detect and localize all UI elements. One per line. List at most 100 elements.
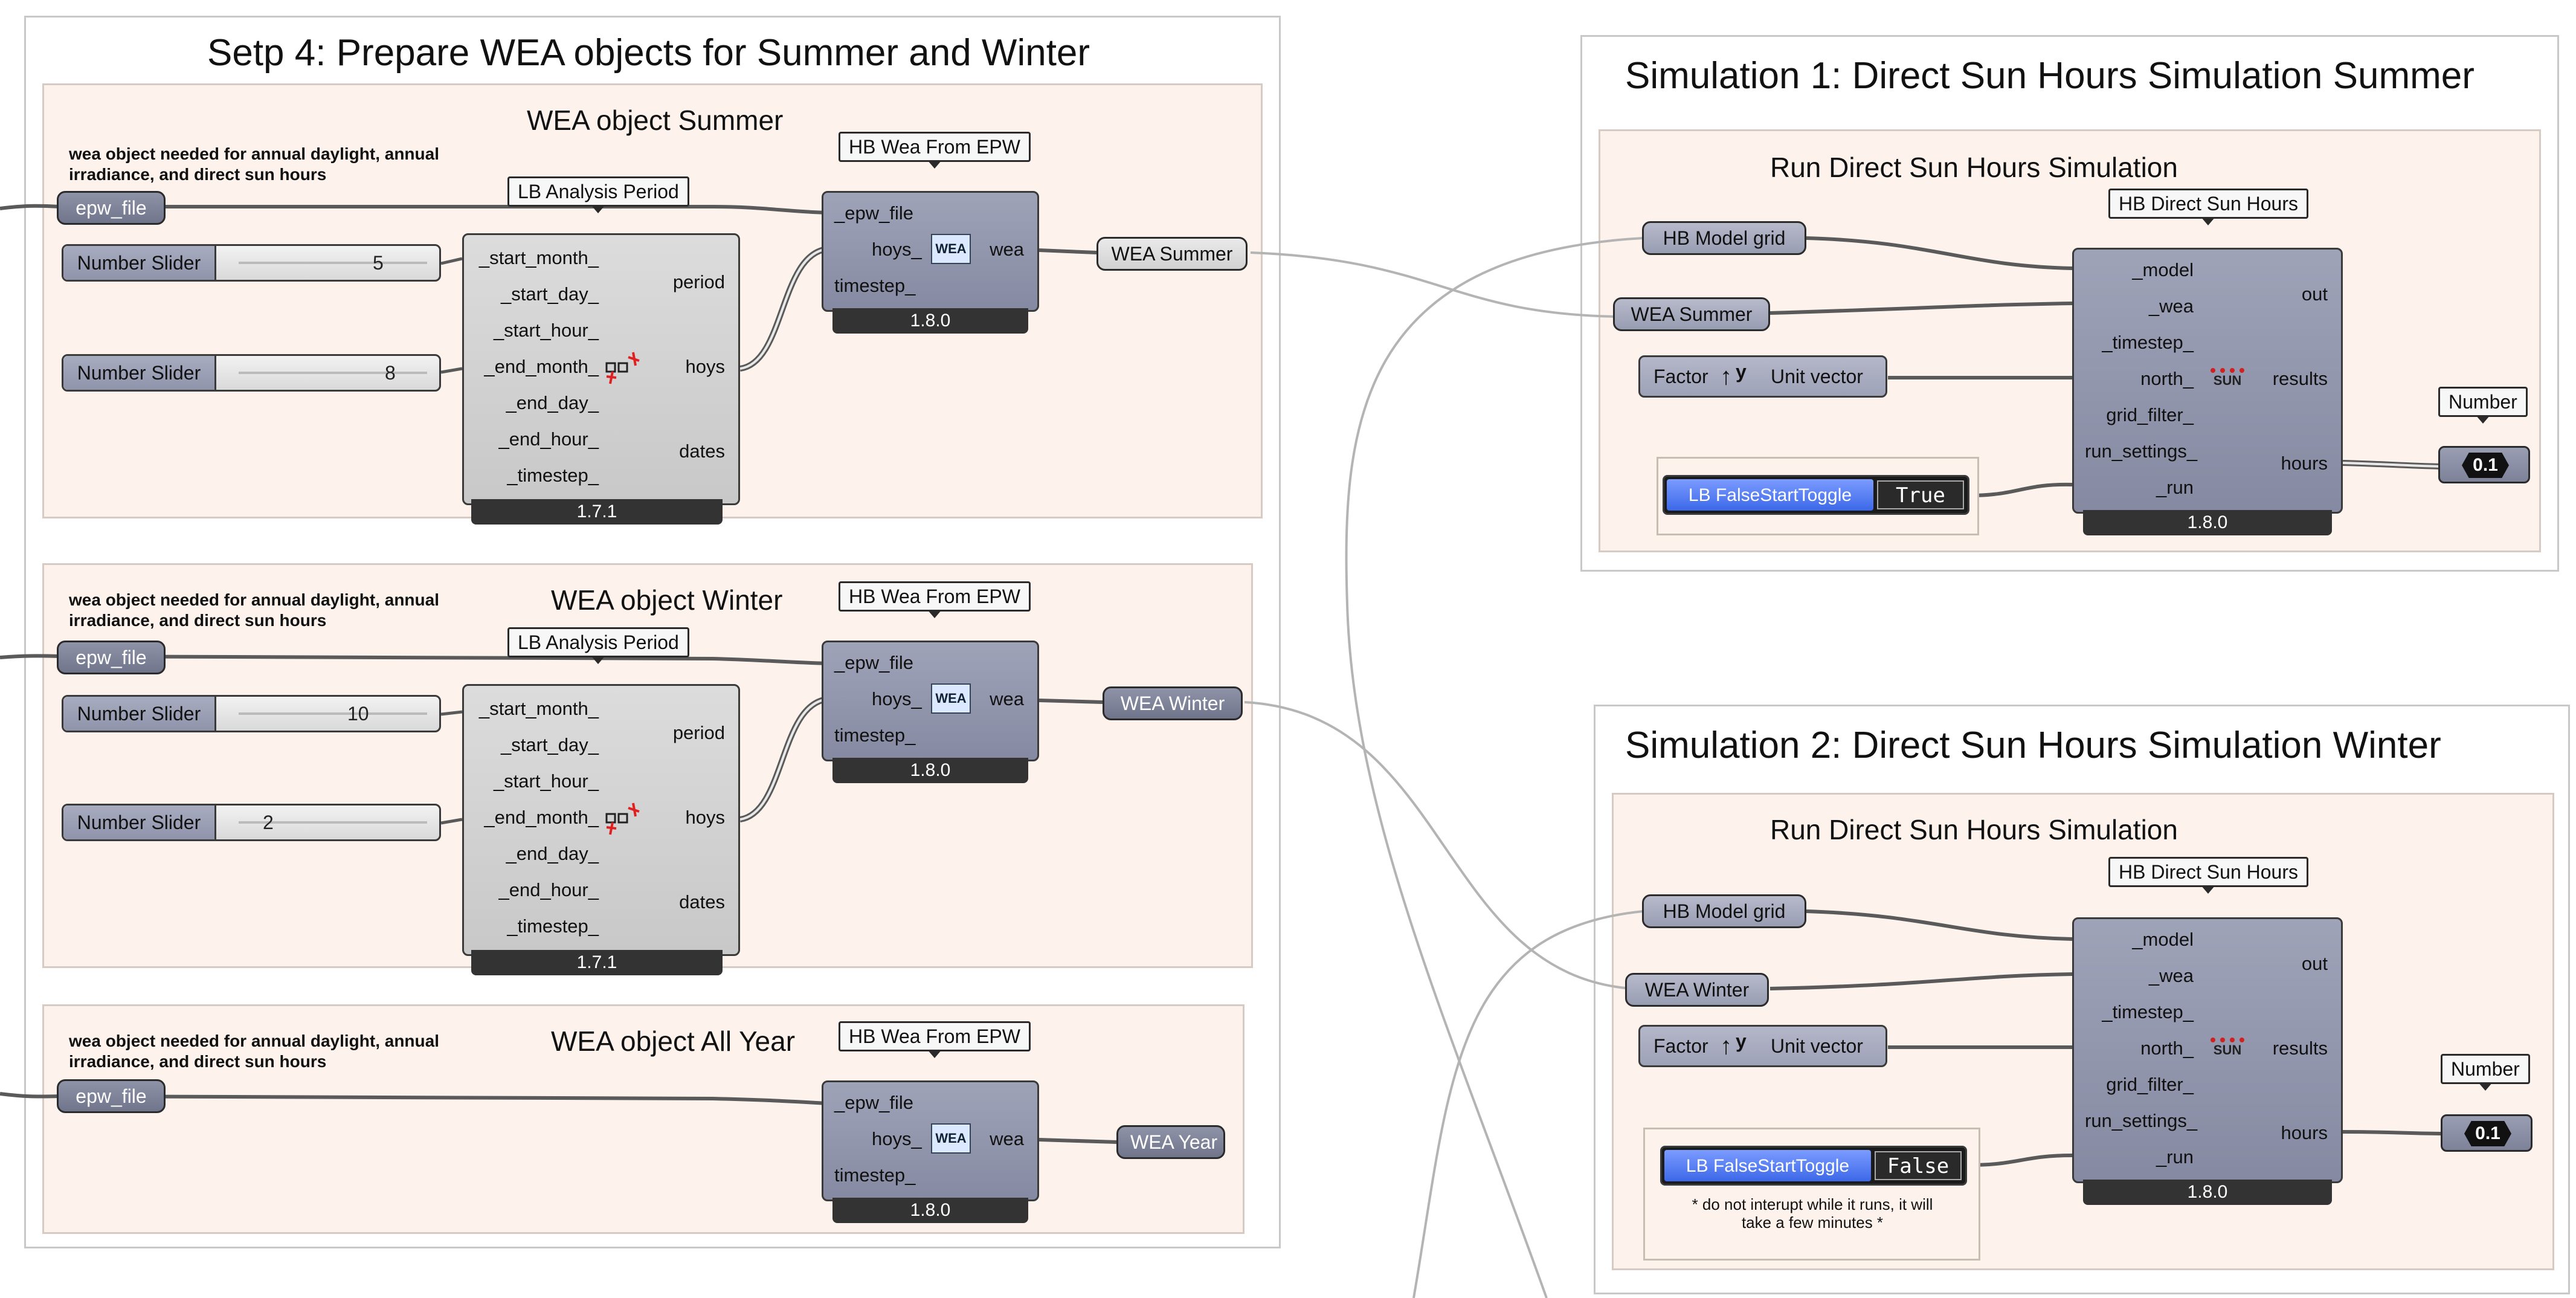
port-run[interactable]: _run [2156, 477, 2194, 498]
port-out[interactable]: out [2301, 283, 2328, 305]
sim1-unit-vector[interactable]: Factor ↑ y Unit vector [1638, 355, 1887, 398]
year-note: wea object needed for annual daylight, a… [69, 1032, 439, 1071]
wea-summer-param[interactable]: WEA Summer [1096, 237, 1248, 271]
sim2-number-panel[interactable]: 0.1 [2441, 1114, 2533, 1152]
wea-winter-param[interactable]: WEA Winter [1103, 686, 1243, 720]
port-run-settings[interactable]: run_settings_ [2085, 1110, 2198, 1131]
winter-note: wea object needed for annual daylight, a… [69, 590, 439, 630]
port-start-month[interactable]: _start_month_ [478, 247, 599, 268]
port-results[interactable]: results [2272, 1038, 2328, 1059]
port-start-day[interactable]: _start_day_ [501, 734, 599, 755]
port-north[interactable]: north_ [2140, 1038, 2194, 1059]
port-period[interactable]: period [672, 271, 725, 292]
summer-slider-end[interactable]: Number Slider 8 [62, 354, 441, 392]
port-grid-filter[interactable]: grid_filter_ [2106, 404, 2194, 425]
winter-slider-end[interactable]: Number Slider 2 [62, 804, 441, 841]
toggle-value[interactable]: False [1875, 1151, 1962, 1180]
port-hoys[interactable]: hoys [685, 356, 725, 377]
port-out[interactable]: out [2301, 953, 2328, 974]
port-model[interactable]: _model [2132, 929, 2194, 950]
port-start-month[interactable]: _start_month_ [478, 698, 599, 719]
sim1-direct-sun-component[interactable]: _model _wea _timestep_ north_ grid_filte… [2072, 248, 2343, 514]
port-results[interactable]: results [2272, 368, 2328, 389]
slider-name: Number Slider [63, 697, 216, 731]
port-hours[interactable]: hours [2281, 453, 2328, 474]
slider-track[interactable] [239, 821, 427, 824]
port-wea[interactable]: wea [990, 1128, 1024, 1149]
port-start-hour[interactable]: _start_hour_ [493, 770, 599, 792]
sim2-falsestart-toggle[interactable]: LB FalseStartToggle False [1660, 1146, 1967, 1186]
slider-value: 5 [373, 252, 384, 274]
toggle-value[interactable]: True [1877, 480, 1964, 509]
port-timestep[interactable]: _timestep_ [507, 915, 599, 937]
port-epw-file[interactable]: _epw_file [834, 202, 913, 224]
year-epw-param[interactable]: epw_file [57, 1079, 166, 1113]
sim2-direct-sun-component[interactable]: _model _wea _timestep_ north_ grid_filte… [2072, 917, 2343, 1183]
port-hoys[interactable]: hoys [685, 807, 725, 828]
port-hoys[interactable]: hoys_ [872, 688, 922, 709]
port-timestep[interactable]: timestep_ [834, 725, 916, 746]
port-wea[interactable]: _wea [2148, 295, 2194, 317]
summer-wea-version: 1.8.0 [832, 308, 1028, 334]
sim1-wea-param[interactable]: WEA Summer [1613, 297, 1770, 331]
winter-analysis-version: 1.7.1 [471, 950, 723, 975]
port-period[interactable]: period [672, 722, 725, 743]
port-timestep[interactable]: _timestep_ [2102, 332, 2194, 353]
sim2-unit-vector[interactable]: Factor ↑ y Unit vector [1638, 1025, 1887, 1067]
port-end-hour[interactable]: _end_hour_ [498, 879, 599, 900]
number-value: 0.1 [2464, 1121, 2511, 1146]
port-end-month[interactable]: _end_month_ [484, 807, 599, 828]
winter-wea-component[interactable]: _epw_file hoys_ timestep_ wea WEA [822, 641, 1039, 761]
port-model[interactable]: _model [2132, 259, 2194, 280]
summer-analysis-component[interactable]: _start_month_ _start_day_ _start_hour_ _… [462, 233, 740, 505]
port-grid-filter[interactable]: grid_filter_ [2106, 1074, 2194, 1095]
port-north[interactable]: north_ [2140, 368, 2194, 389]
port-dates[interactable]: dates [679, 891, 725, 912]
port-run[interactable]: _run [2156, 1146, 2194, 1167]
port-hours[interactable]: hours [2281, 1122, 2328, 1143]
wea-year-param[interactable]: WEA Year [1116, 1125, 1225, 1159]
sim1-number-panel[interactable]: 0.1 [2438, 446, 2530, 483]
port-wea[interactable]: _wea [2148, 965, 2194, 986]
port-timestep[interactable]: _timestep_ [2102, 1001, 2194, 1022]
port-epw-file[interactable]: _epw_file [834, 652, 913, 673]
summer-epw-param[interactable]: epw_file [57, 191, 166, 225]
port-wea[interactable]: wea [990, 239, 1024, 260]
port-end-hour[interactable]: _end_hour_ [498, 428, 599, 450]
slider-track[interactable] [239, 262, 427, 264]
slider-track[interactable] [239, 712, 427, 715]
port-hoys[interactable]: hoys_ [872, 239, 922, 260]
port-start-day[interactable]: _start_day_ [501, 283, 599, 305]
sim2-title: Simulation 2: Direct Sun Hours Simulatio… [1625, 725, 2441, 766]
vector-factor-label: Factor [1653, 366, 1708, 387]
port-hoys[interactable]: hoys_ [872, 1128, 922, 1149]
summer-wea-label: HB Wea From EPW [839, 132, 1031, 169]
sim1-model-param[interactable]: HB Model grid [1642, 221, 1806, 255]
port-end-day[interactable]: _end_day_ [506, 843, 599, 864]
winter-analysis-component[interactable]: _start_month_ _start_day_ _start_hour_ _… [462, 684, 740, 956]
summer-wea-component[interactable]: _epw_file hoys_ timestep_ wea WEA [822, 191, 1039, 312]
winter-slider-start[interactable]: Number Slider 10 [62, 695, 441, 732]
port-end-day[interactable]: _end_day_ [506, 392, 599, 413]
year-wea-component[interactable]: _epw_file hoys_ timestep_ wea WEA [822, 1080, 1039, 1201]
winter-analysis-label: LB Analysis Period [507, 627, 689, 664]
port-timestep[interactable]: timestep_ [834, 275, 916, 296]
sim1-falsestart-toggle[interactable]: LB FalseStartToggle True [1663, 475, 1969, 515]
sim1-version: 1.8.0 [2083, 510, 2332, 535]
summer-slider-start[interactable]: Number Slider 5 [62, 244, 441, 282]
summer-group-title: WEA object Summer [527, 105, 784, 136]
sim2-wea-param[interactable]: WEA Winter [1625, 973, 1769, 1007]
sim2-version: 1.8.0 [2083, 1180, 2332, 1205]
winter-epw-param[interactable]: epw_file [57, 641, 166, 674]
port-run-settings[interactable]: run_settings_ [2085, 441, 2198, 462]
port-wea[interactable]: wea [990, 688, 1024, 709]
port-epw-file[interactable]: _epw_file [834, 1092, 913, 1113]
slider-track[interactable] [239, 372, 427, 374]
port-start-hour[interactable]: _start_hour_ [493, 320, 599, 341]
port-end-month[interactable]: _end_month_ [484, 356, 599, 377]
slider-value: 2 [263, 812, 274, 833]
port-timestep[interactable]: _timestep_ [507, 465, 599, 486]
sim2-model-param[interactable]: HB Model grid [1642, 894, 1806, 928]
port-timestep[interactable]: timestep_ [834, 1164, 916, 1186]
port-dates[interactable]: dates [679, 441, 725, 462]
